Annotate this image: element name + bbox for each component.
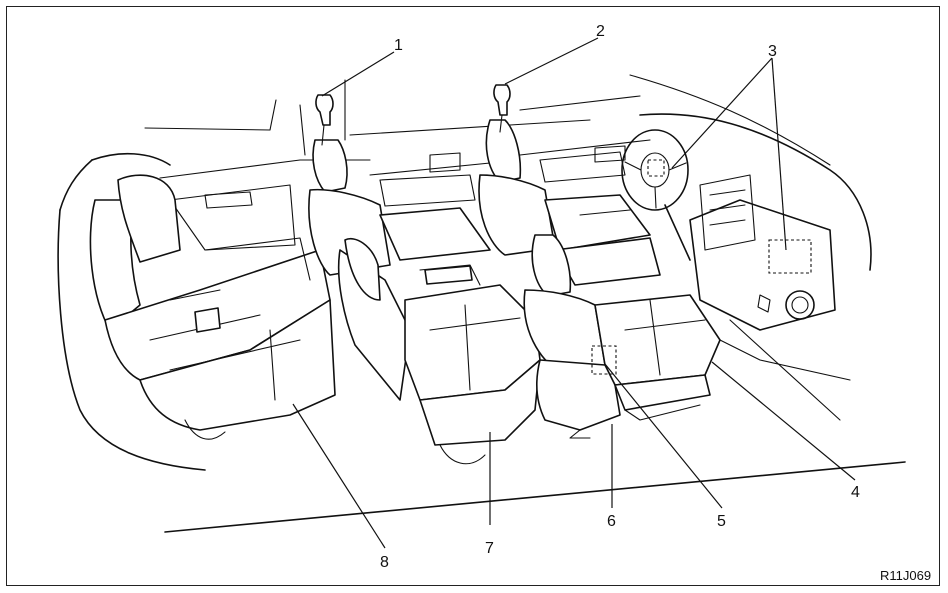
- callout-4: 4: [851, 484, 860, 501]
- second-row-seat: [308, 139, 541, 465]
- rear-bench-seat: [89, 174, 336, 440]
- callout-8: 8: [380, 554, 389, 571]
- callout-2: 2: [596, 23, 605, 40]
- callout-labels: 1 2 3 4 5 6 7 8: [380, 23, 860, 571]
- callout-6: 6: [607, 513, 616, 530]
- callout-7: 7: [485, 540, 494, 557]
- dashboard: [639, 113, 872, 421]
- callout-1: 1: [394, 37, 403, 54]
- vehicle-body: [57, 74, 906, 533]
- driver-airbag-location: [647, 159, 665, 177]
- leader-lines: [292, 37, 856, 549]
- callout-5: 5: [717, 513, 726, 530]
- steering-wheel: [621, 129, 691, 261]
- front-seat-left: [478, 119, 661, 286]
- seat-side-airbag-location: [591, 345, 617, 375]
- seat-belt-anchors: [315, 84, 511, 146]
- front-driver-seat: [523, 234, 721, 439]
- callout-3: 3: [768, 43, 777, 60]
- passenger-airbag-location: [768, 239, 812, 274]
- reference-code: R11J069: [880, 568, 931, 583]
